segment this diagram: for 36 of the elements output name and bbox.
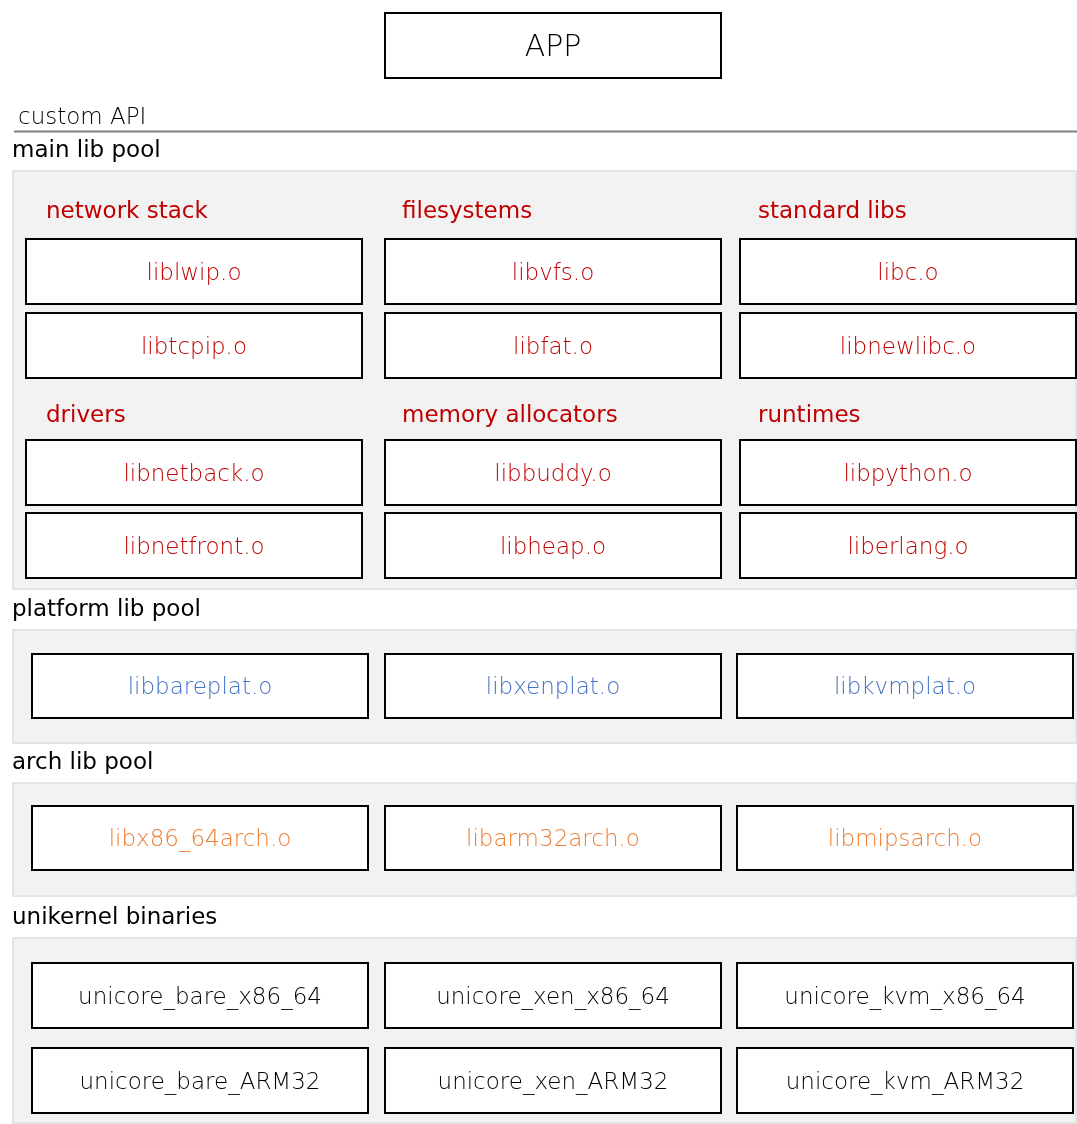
library-box: libx86_64arch.o xyxy=(31,805,369,871)
pool-heading: platform lib pool xyxy=(12,595,201,621)
library-box: libmipsarch.o xyxy=(736,805,1074,871)
library-box: libbareplat.o xyxy=(31,653,369,719)
category-heading: memory allocators xyxy=(402,401,618,427)
category-heading: standard libs xyxy=(758,197,907,223)
library-box: unicore_kvm_ARM32 xyxy=(736,1047,1074,1114)
library-box: APP xyxy=(384,12,722,79)
library-box: libnetback.o xyxy=(25,439,363,506)
library-box: libkvmplat.o xyxy=(736,653,1074,719)
library-box: libheap.o xyxy=(384,512,722,579)
library-box: unicore_kvm_x86_64 xyxy=(736,962,1074,1029)
library-box: libarm32arch.o xyxy=(384,805,722,871)
library-box: unicore_bare_x86_64 xyxy=(31,962,369,1029)
library-box: liberlang.o xyxy=(739,512,1077,579)
library-box: libfat.o xyxy=(384,312,722,379)
pool-heading: unikernel binaries xyxy=(12,903,218,929)
library-box: libxenplat.o xyxy=(384,653,722,719)
library-box: libpython.o xyxy=(739,439,1077,506)
library-box: unicore_xen_ARM32 xyxy=(384,1047,722,1114)
library-box: libc.o xyxy=(739,238,1077,305)
library-box: unicore_bare_ARM32 xyxy=(31,1047,369,1114)
library-box: unicore_xen_x86_64 xyxy=(384,962,722,1029)
library-box: libnewlibc.o xyxy=(739,312,1077,379)
library-box: libnetfront.o xyxy=(25,512,363,579)
library-box: libvfs.o xyxy=(384,238,722,305)
category-heading: network stack xyxy=(46,197,208,223)
pool-heading: arch lib pool xyxy=(12,748,154,774)
library-box: libbuddy.o xyxy=(384,439,722,506)
category-heading: filesystems xyxy=(402,197,533,223)
category-heading: drivers xyxy=(46,401,126,427)
library-box: liblwip.o xyxy=(25,238,363,305)
pool-heading: main lib pool xyxy=(12,136,161,162)
library-box: libtcpip.o xyxy=(25,312,363,379)
category-heading: runtimes xyxy=(758,401,861,427)
api-label: custom API xyxy=(18,103,147,129)
